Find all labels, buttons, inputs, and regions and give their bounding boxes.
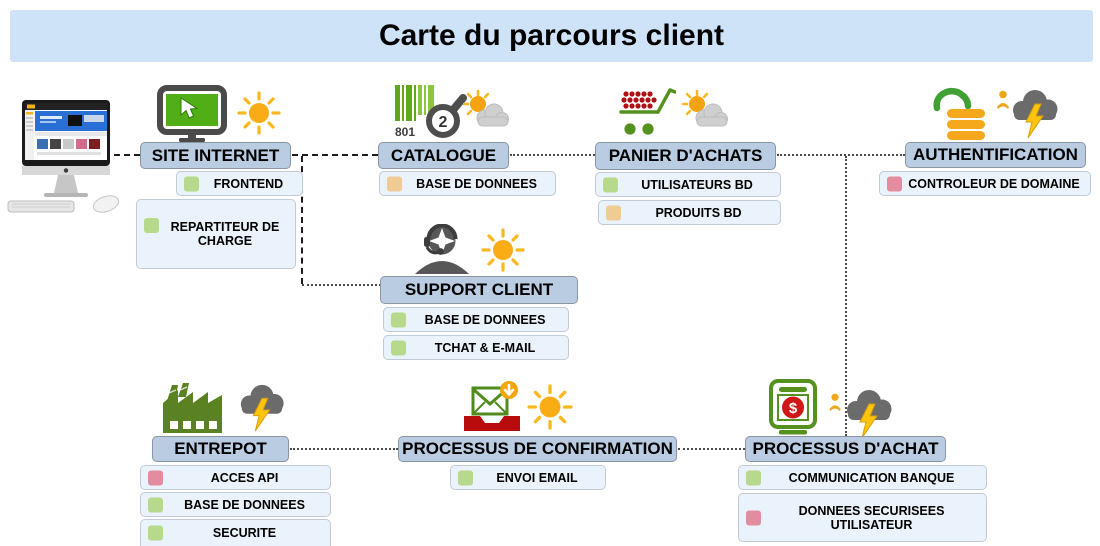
item-base-de-donnees-support[interactable]: BASE DE DONNEES	[383, 307, 569, 332]
item-label: COMMUNICATION BANQUE	[788, 470, 955, 485]
node-label: AUTHENTIFICATION	[913, 145, 1078, 164]
status-square	[746, 470, 761, 485]
connector-site-catalogue	[292, 154, 378, 156]
barcode-magnifier-icon: 801 2	[392, 83, 468, 141]
item-utilisateurs-bd[interactable]: UTILISATEURS BD	[595, 172, 781, 197]
status-square	[458, 470, 473, 485]
item-label: BASE DE DONNEES	[184, 497, 305, 512]
item-tchat-email[interactable]: TCHAT & E-MAIL	[383, 335, 569, 360]
connector-confirmation-achat	[678, 448, 745, 450]
magnifier-number: 2	[439, 114, 448, 131]
connector-panier-auth	[777, 154, 905, 156]
factory-icon	[158, 381, 230, 435]
item-label: FRONTEND	[213, 176, 284, 191]
node-label: ENTREPOT	[174, 439, 267, 458]
item-label: TCHAT & E-MAIL	[434, 340, 536, 355]
item-label: ENVOI EMAIL	[496, 470, 578, 485]
status-square	[387, 176, 402, 191]
status-square	[148, 497, 163, 512]
sun-cloud-icon	[463, 90, 509, 130]
item-envoi-email[interactable]: ENVOI EMAIL	[450, 465, 606, 490]
item-base-de-donnees-entrepot[interactable]: BASE DE DONNEES	[140, 492, 331, 517]
status-square	[391, 312, 406, 327]
connector-site-support-horizontal	[302, 284, 381, 286]
item-label: DONNEES SECURISEES UTILISATEUR	[798, 503, 945, 532]
status-square	[184, 176, 199, 191]
item-controleur-de-domaine[interactable]: CONTROLEUR DE DOMAINE	[879, 171, 1091, 196]
dollar-symbol: $	[789, 400, 798, 417]
shopping-cart-icon	[612, 86, 676, 138]
node-support-client[interactable]: SUPPORT CLIENT	[380, 276, 578, 304]
connector-auth-achat-vertical	[845, 156, 847, 436]
node-site-internet[interactable]: SITE INTERNET	[140, 142, 291, 169]
item-label: UTILISATEURS BD	[641, 177, 753, 192]
node-processus-confirmation[interactable]: PROCESSUS DE CONFIRMATION	[398, 436, 677, 462]
connector-site-support-vertical	[301, 156, 303, 284]
sun-icon	[237, 91, 281, 135]
headset-agent-icon	[411, 224, 473, 274]
item-label: SECURITE	[212, 526, 277, 540]
atm-icon: $	[766, 379, 820, 437]
email-inbox-icon	[462, 380, 522, 434]
item-produits-bd[interactable]: PRODUITS BD	[598, 200, 781, 225]
node-processus-achat[interactable]: PROCESSUS D'ACHAT	[745, 436, 946, 462]
node-authentification[interactable]: AUTHENTIFICATION	[905, 142, 1086, 168]
desktop-computer-illustration	[6, 98, 134, 214]
person-icon	[827, 393, 843, 412]
person-icon	[995, 90, 1011, 110]
page-title: Carte du parcours client	[378, 19, 725, 52]
node-label: SITE INTERNET	[151, 145, 280, 165]
item-securite[interactable]: SECURITE	[140, 519, 331, 546]
item-acces-api[interactable]: ACCES API	[140, 465, 331, 490]
item-base-de-donnees-catalogue[interactable]: BASE DE DONNEES	[379, 171, 556, 196]
title-bar: Carte du parcours client	[10, 10, 1093, 62]
item-repartiteur-de-charge[interactable]: REPARTITEUR DE CHARGE	[136, 199, 296, 269]
item-frontend[interactable]: FRONTEND	[176, 171, 303, 196]
status-square	[391, 340, 406, 355]
item-label: CONTROLEUR DE DOMAINE	[908, 176, 1080, 191]
status-square	[746, 510, 761, 525]
storm-cloud-icon	[842, 388, 896, 440]
node-label: PANIER D'ACHATS	[608, 146, 763, 165]
item-donnees-securisees-utilisateur[interactable]: DONNEES SECURISEES UTILISATEUR	[738, 493, 987, 542]
open-padlock-icon	[925, 84, 991, 142]
item-label: BASE DE DONNEES	[424, 312, 546, 327]
status-square	[887, 176, 902, 191]
sun-icon	[481, 228, 525, 272]
item-label: REPARTITEUR DE CHARGE	[170, 220, 280, 248]
status-square	[606, 205, 621, 220]
connector-catalogue-panier	[510, 154, 595, 156]
node-label: PROCESSUS D'ACHAT	[752, 439, 939, 458]
connector-entrepot-confirmation	[290, 448, 398, 450]
item-label: ACCES API	[210, 470, 279, 485]
node-panier-achats[interactable]: PANIER D'ACHATS	[595, 142, 776, 170]
status-square	[148, 470, 163, 485]
sun-icon	[527, 384, 573, 430]
connector-computer-site	[114, 154, 140, 156]
node-catalogue[interactable]: CATALOGUE	[378, 142, 509, 169]
storm-cloud-icon	[236, 383, 288, 433]
item-label: PRODUITS BD	[655, 205, 742, 220]
storm-cloud-icon	[1008, 88, 1062, 140]
sun-cloud-icon	[682, 90, 728, 130]
monitor-icon	[156, 85, 228, 143]
barcode-number: 801	[395, 125, 415, 139]
status-square	[148, 525, 163, 541]
item-label: BASE DE DONNEES	[416, 176, 537, 191]
item-communication-banque[interactable]: COMMUNICATION BANQUE	[738, 465, 987, 490]
status-square	[144, 218, 159, 233]
node-label: CATALOGUE	[390, 145, 497, 165]
node-label: PROCESSUS DE CONFIRMATION	[402, 439, 673, 458]
status-square	[603, 177, 618, 192]
node-entrepot[interactable]: ENTREPOT	[152, 436, 289, 462]
node-label: SUPPORT CLIENT	[404, 280, 554, 299]
